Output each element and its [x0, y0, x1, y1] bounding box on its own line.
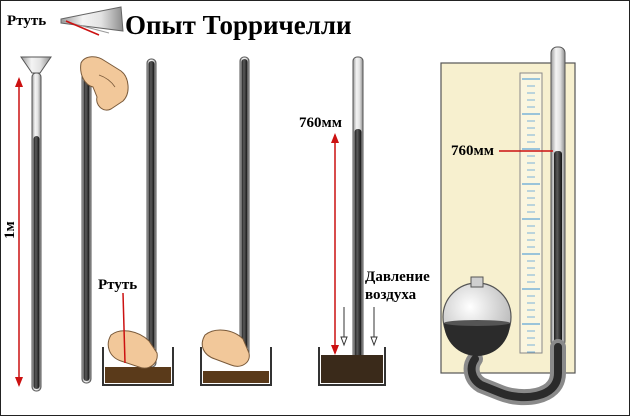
title: Опыт Торричелли — [125, 10, 352, 40]
mercury-label-dish: Ртуть — [98, 277, 137, 293]
mercury-label-top: Ртуть — [7, 13, 46, 29]
air-pressure-label-line2: воздуха — [365, 287, 417, 303]
barometer — [440, 46, 576, 406]
tube-held-by-hand — [81, 64, 92, 384]
hand-top — [80, 56, 129, 111]
scale-ticks — [522, 78, 540, 353]
dish-3 — [318, 347, 386, 386]
dish-1 — [102, 347, 174, 386]
mercury-arrow-top — [65, 20, 100, 36]
height-arrow-1 — [331, 133, 339, 355]
tube-in-dish — [239, 56, 250, 358]
air-pressure-label-line1: Давление — [365, 269, 430, 285]
height-label-1: 760мм — [299, 115, 342, 131]
air-pressure-arrows — [340, 307, 378, 347]
dish-2 — [200, 347, 272, 386]
height-label-2: 760мм — [451, 143, 494, 159]
mercury-arrow-dish — [122, 292, 126, 364]
barometer-scale — [519, 72, 543, 354]
top-funnel — [60, 6, 124, 36]
length-arrow — [15, 77, 23, 387]
tube-with-funnel — [20, 56, 52, 392]
tube-760mm — [352, 56, 364, 362]
length-label: 1м — [2, 221, 18, 239]
hand-dish-2 — [201, 329, 250, 367]
hand-dish-1 — [107, 330, 158, 369]
tube-into-dish — [146, 58, 157, 368]
